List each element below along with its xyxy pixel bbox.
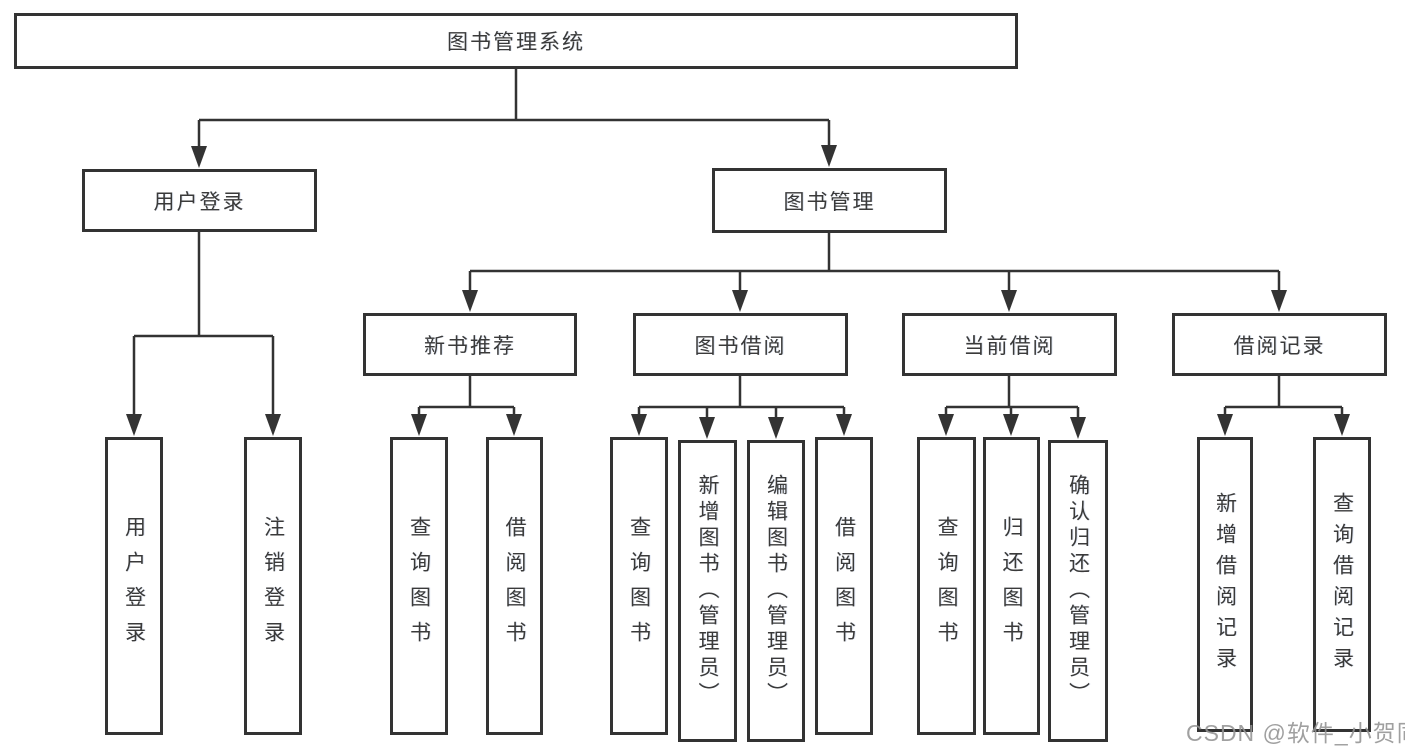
leaf-return-book: 归还图书 xyxy=(983,437,1040,735)
leaf-label: 注销登录 xyxy=(261,516,285,656)
leaf-logout: 注销登录 xyxy=(244,437,302,735)
leaf-label: 新增图书（管理员） xyxy=(696,474,719,708)
leaf-label: 借阅图书 xyxy=(832,516,856,656)
leaf-query-books-borrowing: 查询图书 xyxy=(610,437,668,735)
leaf-add-book-admin: 新增图书（管理员） xyxy=(678,440,737,742)
leaf-query-borrow-record: 查询借阅记录 xyxy=(1313,437,1371,732)
leaf-label: 借阅图书 xyxy=(503,516,526,656)
leaf-query-books-current: 查询图书 xyxy=(917,437,976,735)
leaf-query-books-recommend: 查询图书 xyxy=(390,437,448,735)
node-label: 图书管理 xyxy=(783,190,876,214)
leaf-borrow-books-borrowing: 借阅图书 xyxy=(815,437,873,735)
leaf-label: 查询借阅记录 xyxy=(1330,491,1354,678)
node-label: 用户登录 xyxy=(153,190,246,214)
node-book-management: 图书管理 xyxy=(712,168,947,233)
node-user-login: 用户登录 xyxy=(82,169,317,232)
node-label: 新书推荐 xyxy=(424,334,516,358)
leaf-label: 查询图书 xyxy=(407,516,431,656)
leaf-label: 归还图书 xyxy=(1000,516,1023,656)
leaf-add-borrow-record: 新增借阅记录 xyxy=(1197,437,1253,732)
node-new-book-recommend: 新书推荐 xyxy=(363,313,577,376)
leaf-label: 新增借阅记录 xyxy=(1213,491,1237,678)
leaf-confirm-return-admin: 确认归还（管理员） xyxy=(1048,440,1108,742)
node-label: 借阅记录 xyxy=(1233,334,1326,358)
leaf-label: 编辑图书（管理员） xyxy=(764,474,788,708)
leaf-borrow-books-recommend: 借阅图书 xyxy=(486,437,543,735)
node-book-borrowing: 图书借阅 xyxy=(633,313,848,376)
node-label: 图书管理系统 xyxy=(447,31,585,54)
leaf-label: 查询图书 xyxy=(627,516,651,656)
node-label: 当前借阅 xyxy=(963,334,1056,358)
leaf-user-login: 用户登录 xyxy=(105,437,163,735)
leaf-label: 用户登录 xyxy=(122,516,146,656)
leaf-label: 确认归还（管理员） xyxy=(1066,474,1090,708)
node-borrowing-records: 借阅记录 xyxy=(1172,313,1387,376)
leaf-label: 查询图书 xyxy=(935,516,958,656)
node-current-borrowing: 当前借阅 xyxy=(902,313,1117,376)
leaf-edit-book-admin: 编辑图书（管理员） xyxy=(747,440,805,742)
csdn-watermark: CSDN @软件_小贺同学 xyxy=(1186,720,1405,746)
node-library-system-root: 图书管理系统 xyxy=(14,13,1018,69)
node-label: 图书借阅 xyxy=(694,334,787,358)
